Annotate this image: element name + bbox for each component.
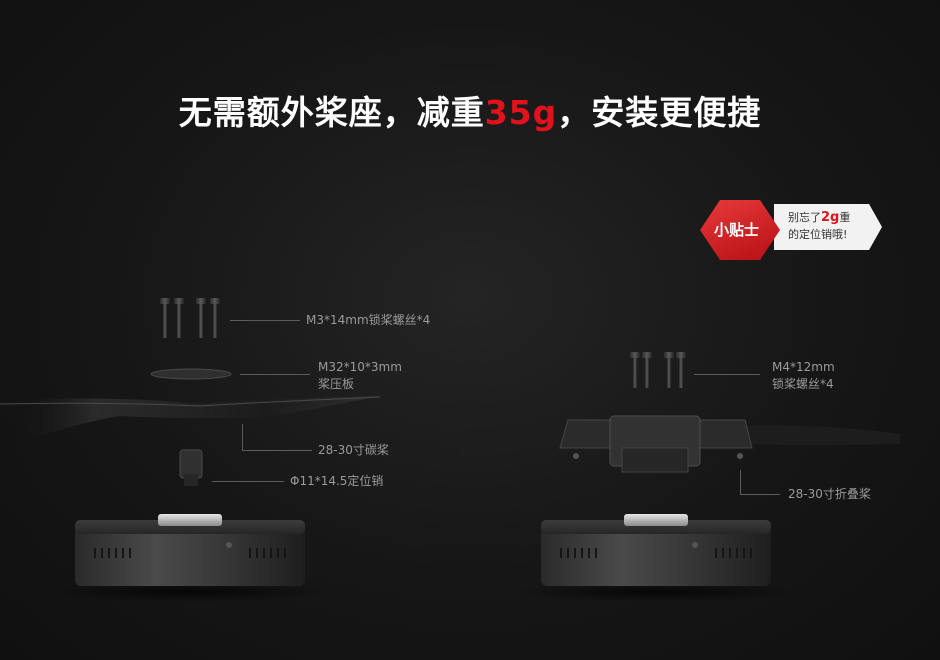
tip-line2: 的定位销哦! bbox=[788, 228, 848, 241]
leader-left-prop-v bbox=[242, 424, 243, 450]
tip-card bbox=[774, 204, 882, 250]
right-screws bbox=[630, 352, 686, 388]
tip-line1-post: 重 bbox=[839, 211, 851, 224]
callout-right-prop: 28-30寸折叠桨 bbox=[788, 487, 871, 501]
tip-text: 别忘了2g重 的定位销哦! bbox=[788, 209, 878, 243]
tip-title: 小贴士 bbox=[714, 221, 760, 239]
tip-line1-pre: 别忘了 bbox=[788, 211, 821, 224]
leader-left-plate bbox=[240, 374, 310, 375]
left-locating-pin bbox=[179, 449, 203, 486]
right-folding-prop bbox=[460, 415, 900, 473]
leader-right-prop-v bbox=[740, 470, 741, 494]
headline: 无需额外桨座，减重35g，安装更便捷 bbox=[0, 86, 940, 134]
left-screws bbox=[160, 298, 220, 338]
left-press-plate bbox=[150, 368, 232, 380]
tip-badge: 小贴士 别忘了2g重 的定位销哦! bbox=[700, 190, 885, 262]
leader-left-screws bbox=[230, 320, 300, 321]
left-motor bbox=[50, 514, 330, 602]
callout-right-screws: M4*12mm 锁桨螺丝*4 bbox=[772, 359, 835, 393]
leader-left-prop-h bbox=[242, 450, 312, 451]
callout-left-prop: 28-30寸碳桨 bbox=[318, 443, 389, 457]
headline-part2: ，安装更便捷 bbox=[557, 93, 762, 132]
callout-left-plate: M32*10*3mm 桨压板 bbox=[318, 359, 402, 393]
callout-left-plate-size: M32*10*3mm bbox=[318, 360, 402, 374]
callout-right-screws-name: 锁桨螺丝*4 bbox=[772, 377, 834, 391]
tip-line1-accent: 2g bbox=[821, 210, 840, 225]
right-motor bbox=[516, 514, 796, 602]
callout-left-plate-name: 桨压板 bbox=[318, 377, 355, 391]
leader-right-prop-h bbox=[740, 494, 780, 495]
callout-left-pin: Φ11*14.5定位销 bbox=[290, 474, 384, 488]
headline-part1: 无需额外桨座，减重 bbox=[178, 93, 485, 132]
left-carbon-prop bbox=[0, 396, 381, 446]
headline-weight-accent: 35g bbox=[484, 93, 558, 132]
leader-left-pin bbox=[212, 481, 284, 482]
callout-left-screws: M3*14mm锁桨螺丝*4 bbox=[306, 313, 431, 327]
callout-right-screws-size: M4*12mm bbox=[772, 360, 835, 374]
leader-right-screws bbox=[694, 374, 760, 375]
